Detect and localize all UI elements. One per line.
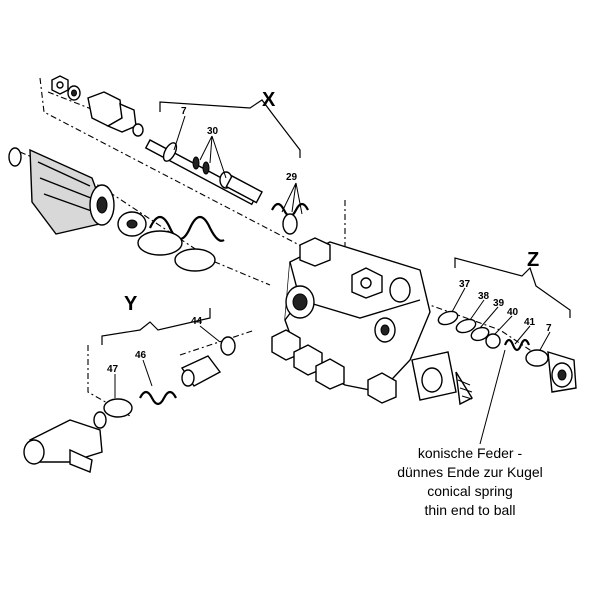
callout-leaders [114,115,551,445]
callout-7-top: 7 [181,106,187,117]
group-braces [101,99,571,345]
unloader-cylinder [8,147,115,235]
callout-46: 46 [135,350,147,361]
large-spring [117,211,225,272]
callout-29: 29 [286,172,298,183]
group-label-z: Z [527,249,539,271]
top-left-fittings [51,75,81,101]
callout-41: 41 [524,317,536,328]
callout-39: 39 [493,298,505,309]
callout-7-right: 7 [546,323,552,334]
note-line-1: konische Feder - [418,445,523,461]
spring-note: konische Feder - dünnes Ende zur Kugel c… [397,445,543,518]
y-group-parts [23,336,236,473]
outlet-fitting [411,351,473,406]
callout-38: 38 [478,291,490,302]
assembly-centerlines [19,77,546,417]
note-line-3: conical spring [427,483,513,499]
group-label-x: X [262,89,276,111]
group-label-y: Y [124,293,138,315]
note-line-2: dünnes Ende zur Kugel [397,464,543,480]
callout-47: 47 [107,364,119,375]
note-line-4: thin end to ball [424,502,515,518]
hex-plug-fitting [87,91,144,137]
z-group-parts [437,310,577,393]
callout-37: 37 [459,279,471,290]
valve-rod-assembly [144,139,309,235]
callout-40: 40 [507,307,519,318]
lower-plugs [271,329,397,404]
callout-44: 44 [191,316,203,327]
callout-30: 30 [207,126,219,137]
